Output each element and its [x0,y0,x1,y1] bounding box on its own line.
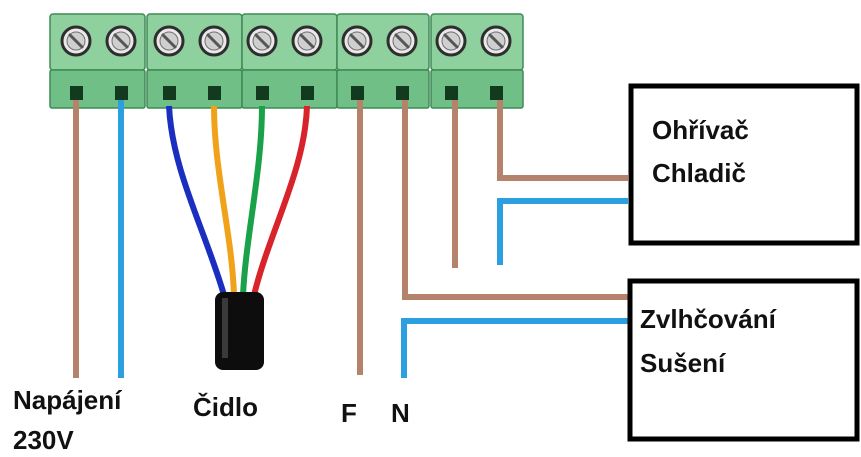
screw-icon [480,25,512,57]
screw-icon [341,25,373,57]
neutral-wire [402,100,628,300]
screw-icon [60,25,92,57]
screw-icon [198,25,230,57]
wire-clamp [445,86,458,100]
humidify-dry-box [627,278,860,442]
wire-clamp [70,86,83,100]
screw-icon [246,25,278,57]
wires [73,100,628,378]
wire-clamp [256,86,269,100]
output1-wire-brown [497,100,628,181]
sensor-label: Čidlo [193,392,258,422]
power-label-line2: 230V [13,425,74,455]
screw-icon [105,25,137,57]
neutral-feed-wire [401,318,628,378]
dry-label: Sušení [640,348,726,378]
neutral-label: N [391,398,410,428]
humidify-label: Zvlhčování [640,304,777,334]
cooler-label: Chladič [652,158,746,188]
wire-clamp [396,86,409,100]
wire-clamp [351,86,364,100]
output1-wire-blue [497,198,628,265]
wire-clamp [208,86,221,100]
screw-icon [386,25,418,57]
phase-label: F [341,398,357,428]
terminal-block-1 [49,13,146,109]
wire-clamp [163,86,176,100]
sensor-wire-orange [211,105,237,296]
screw-icon [291,25,323,57]
wire-clamp [490,86,503,100]
sensor-wire-green [240,105,265,296]
heater-label: Ohřívač [652,115,749,145]
wire-clamp [115,86,128,100]
sensor-cable [215,292,264,370]
screw-icon [153,25,185,57]
heater-cooler-box [628,83,860,246]
power-label-line1: Napájení [13,385,122,415]
screw-icon [435,25,467,57]
sensor-wire-blue [166,105,227,296]
terminal-strip [49,13,524,109]
wire-clamp [301,86,314,100]
sensor-wire-red [251,105,310,296]
